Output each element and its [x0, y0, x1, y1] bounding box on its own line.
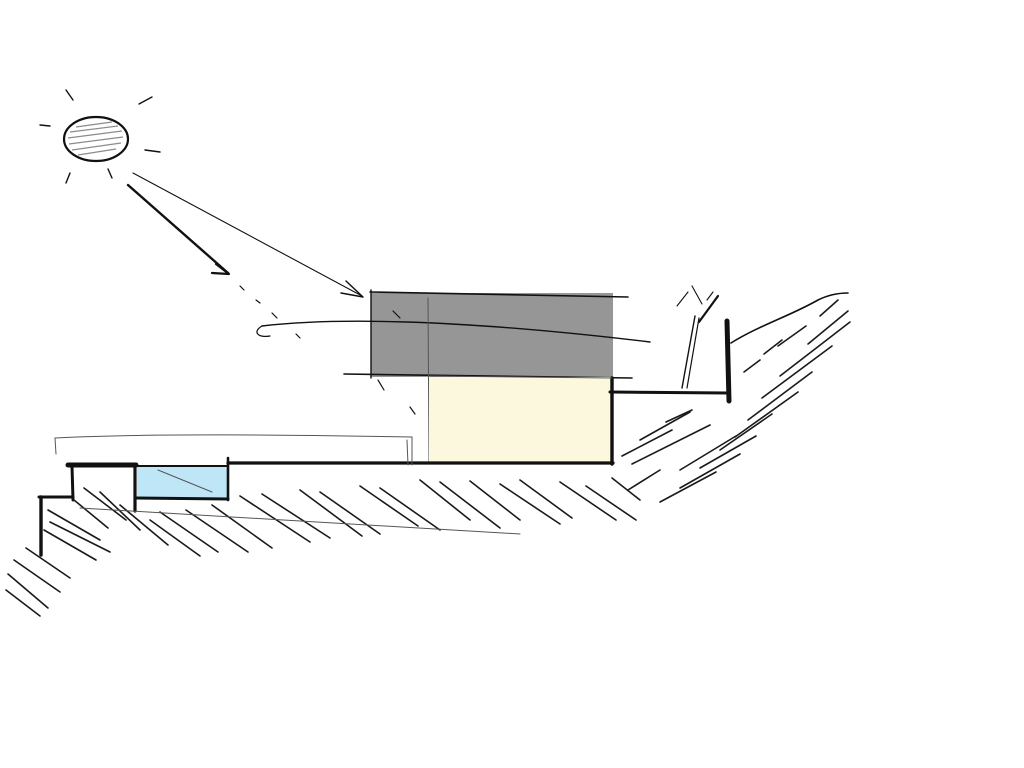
tree: [676, 285, 720, 389]
sun-icon: [39, 89, 161, 184]
lower-step: [37, 462, 139, 557]
pool: [133, 456, 230, 513]
sun-rays: [39, 89, 161, 184]
hillside: [621, 292, 851, 503]
roof-overhang: [256, 289, 651, 463]
ground-hatching: [5, 477, 641, 617]
retaining-wall: [608, 318, 732, 404]
terrace-slab: [54, 434, 615, 466]
sun-ray-arrow-thick: [126, 183, 301, 339]
building-volume: [429, 375, 614, 466]
sun-ray-arrow-thin: [132, 172, 364, 298]
